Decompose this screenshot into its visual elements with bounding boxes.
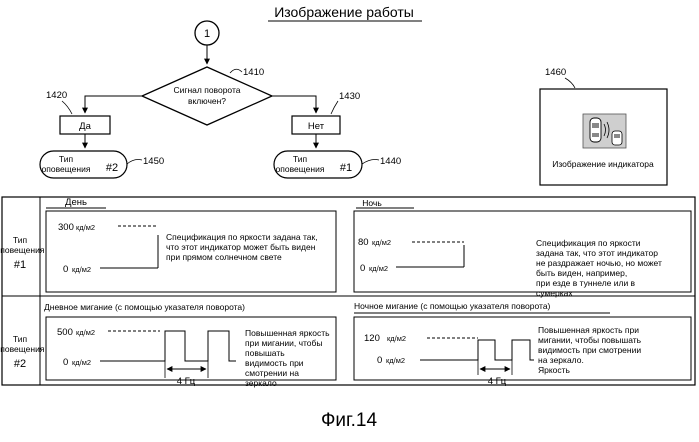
ref-1430-leader: [331, 101, 338, 114]
ref-1460-leader: [565, 78, 575, 88]
row2-night-low-value: 0: [377, 355, 382, 366]
row1-day-desc-1: Спецификация по яркости задана так,: [166, 232, 318, 242]
row2-day-frequency: 4 Гц: [177, 376, 196, 387]
row1-day-header: День: [65, 197, 87, 208]
terminal-1-line-1: Тип: [293, 154, 308, 164]
row2-day-desc-6: зеркало: [245, 378, 277, 388]
indicator-image-panel: 1460 Изображение индикатора: [540, 67, 667, 185]
row2-day-high-value: 500: [57, 327, 73, 338]
ref-1420: 1420: [46, 90, 67, 101]
row1-night-desc-4: быть виден, например,: [536, 268, 627, 278]
row1-night-desc-6: сумерках: [536, 288, 573, 298]
row2-day-cell: Дневное мигание (с помощью указателя пов…: [44, 302, 336, 388]
terminal-2-number: #2: [106, 162, 118, 174]
row1-night-header: Ночь: [362, 198, 382, 208]
table-outer-frame: [2, 197, 695, 385]
row1-day-low-value: 0: [63, 264, 68, 275]
ref-1420-leader: [62, 101, 72, 114]
row1-night-desc-3: не раздражает ночью, но может: [536, 258, 662, 268]
no-branch-arrow: [272, 96, 316, 113]
row1-night-low-unit: кд/м2: [369, 264, 388, 273]
ref-1430: 1430: [339, 91, 360, 102]
row2-night-pulse-wave: [420, 340, 534, 360]
row1-day-cell: День 300 кд/м2 0 кд/м2 Спецификация по я…: [46, 197, 336, 292]
row2-night-high-unit: кд/м2: [387, 334, 406, 343]
row1-day-desc-3: при прямом солнечном свете: [166, 252, 282, 262]
indicator-image-caption: Изображение индикатора: [552, 159, 654, 169]
row1-day-high-value: 300: [58, 222, 74, 233]
row2-label-line2: оповещения: [0, 344, 45, 354]
row2-day-low-value: 0: [63, 357, 68, 368]
row2-night-desc-4: на зеркало.: [538, 355, 584, 365]
row2-day-desc-5: смотрении на: [245, 368, 299, 378]
terminal-1-number: #1: [340, 162, 352, 174]
figure-caption: Фиг.14: [321, 410, 378, 431]
decision-line-2: включен?: [188, 96, 226, 106]
row1-night-high-value: 80: [358, 237, 369, 248]
row2-night-desc-1: Повышенная яркость при: [538, 325, 639, 335]
row2-day-desc-2: при мигании, чтобы: [245, 338, 323, 348]
row2-day-desc-4: видимость при: [245, 358, 304, 368]
no-box-label: Нет: [308, 121, 325, 132]
row1-night-high-unit: кд/м2: [372, 238, 391, 247]
flowchart: 1 Сигнал поворота включен? 1410 Да 1420 …: [40, 21, 401, 178]
row1-day-high-unit: кд/м2: [76, 223, 95, 232]
row2-day-desc-3: повышать: [245, 348, 285, 358]
row1-night-low-value: 0: [360, 263, 365, 274]
terminal-1-line-2: оповещения: [276, 164, 325, 174]
terminal-2-line-1: Тип: [59, 154, 74, 164]
ref-1450-leader: [127, 160, 142, 165]
row2-night-desc-2: мигании, чтобы повышать: [538, 335, 642, 345]
row1-label-line3: #1: [14, 259, 26, 271]
notification-spec-table: Тип оповещения #1 Тип оповещения #2 День…: [0, 197, 695, 388]
row1-label-line1: Тип: [13, 235, 28, 245]
start-connector-label: 1: [204, 28, 210, 40]
ref-1450: 1450: [143, 156, 164, 167]
yes-box-label: Да: [79, 121, 91, 132]
row2-day-pulse-wave: [100, 331, 236, 361]
row1-label-line2: оповещения: [0, 245, 45, 255]
ref-1410: 1410: [243, 67, 264, 78]
yes-branch-arrow: [85, 96, 142, 113]
row1-day-desc-2: что этот индикатор может быть виден: [166, 242, 316, 252]
row2-day-header: Дневное мигание (с помощью указателя пов…: [44, 302, 245, 312]
diagram-title: Изображение работы: [274, 4, 414, 20]
row2-day-low-unit: кд/м2: [72, 358, 91, 367]
row2-day-high-unit: кд/м2: [76, 328, 95, 337]
row2-label-line3: #2: [14, 358, 26, 370]
ref-1440: 1440: [380, 156, 401, 167]
row2-night-high-value: 120: [364, 333, 380, 344]
row2-night-cell: Ночное мигание (с помощью указателя пово…: [354, 301, 691, 387]
row2-night-header: Ночное мигание (с помощью указателя пово…: [354, 301, 551, 311]
decision-line-1: Сигнал поворота: [174, 85, 241, 95]
blind-spot-indicator-icon: [583, 114, 626, 148]
row2-night-low-unit: кд/м2: [386, 356, 405, 365]
row2-night-desc-5: Яркость: [538, 365, 571, 375]
ref-1460: 1460: [545, 67, 566, 78]
row1-night-cell: Ночь 80 кд/м2 0 кд/м2 Спецификация по яр…: [354, 198, 691, 298]
row1-night-desc-1: Спецификация по яркости: [536, 238, 641, 248]
row2-night-frequency: 4 Гц: [488, 376, 507, 387]
ref-1410-leader: [230, 69, 242, 73]
ref-1440-leader: [362, 160, 379, 165]
row2-day-desc-1: Повышенная яркость: [245, 328, 330, 338]
row1-night-desc-5: при езде в туннеле или в: [536, 278, 636, 288]
row2-label-line1: Тип: [13, 334, 28, 344]
terminal-2-line-2: оповещения: [42, 164, 91, 174]
row1-day-low-unit: кд/м2: [72, 265, 91, 274]
row1-night-desc-2: задана так, что этот индикатор: [536, 248, 658, 258]
row2-night-desc-3: видимость при смотрении: [538, 345, 641, 355]
